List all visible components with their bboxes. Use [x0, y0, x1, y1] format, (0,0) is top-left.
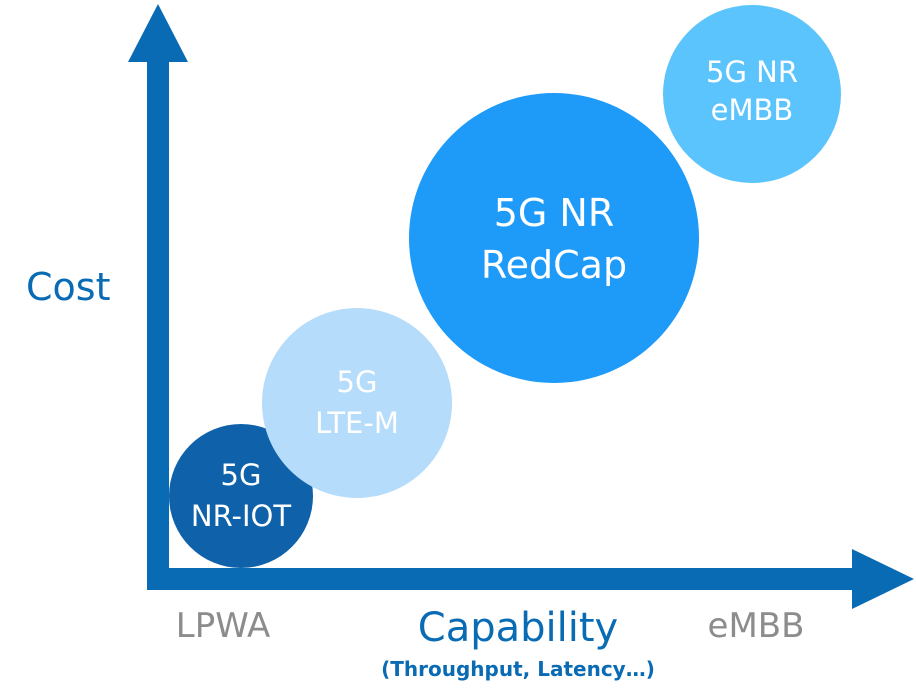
y-axis [128, 4, 188, 590]
bubble-embb-line1: 5G NR [706, 55, 798, 89]
bubble-redcap-line2: RedCap [481, 243, 627, 287]
bubble-embb: 5G NR eMBB [663, 5, 841, 183]
x-axis-label: Capability [418, 605, 618, 651]
bubble-redcap-circle [409, 93, 699, 383]
bubble-redcap: 5G NR RedCap [409, 93, 699, 383]
x-axis-left-end-label: LPWA [176, 606, 270, 646]
bubble-nr-iot: 5G NR-IOT [169, 424, 313, 568]
bubble-redcap-line1: 5G NR [494, 191, 615, 235]
x-axis [147, 549, 914, 609]
bubble-lte-m-line2: LTE-M [315, 406, 399, 440]
bubble-embb-circle [663, 5, 841, 183]
bubble-nr-iot-line2: NR-IOT [191, 499, 292, 533]
bubble-nr-iot-circle [169, 424, 313, 568]
bubble-lte-m-circle [262, 308, 452, 498]
y-axis-arrowhead [128, 4, 188, 62]
x-axis-arrowhead [852, 549, 914, 609]
bubble-embb-line2: eMBB [711, 93, 794, 127]
y-axis-line [147, 58, 169, 590]
y-axis-label: Cost [26, 265, 110, 309]
bubble-nr-iot-line1: 5G [221, 458, 262, 492]
bubble-lte-m-line1: 5G [337, 365, 378, 399]
x-axis-right-end-label: eMBB [708, 606, 805, 646]
x-axis-sublabel: (Throughput, Latency…) [381, 657, 655, 681]
bubble-lte-m: 5G LTE-M [262, 308, 452, 498]
x-axis-line [147, 568, 857, 590]
